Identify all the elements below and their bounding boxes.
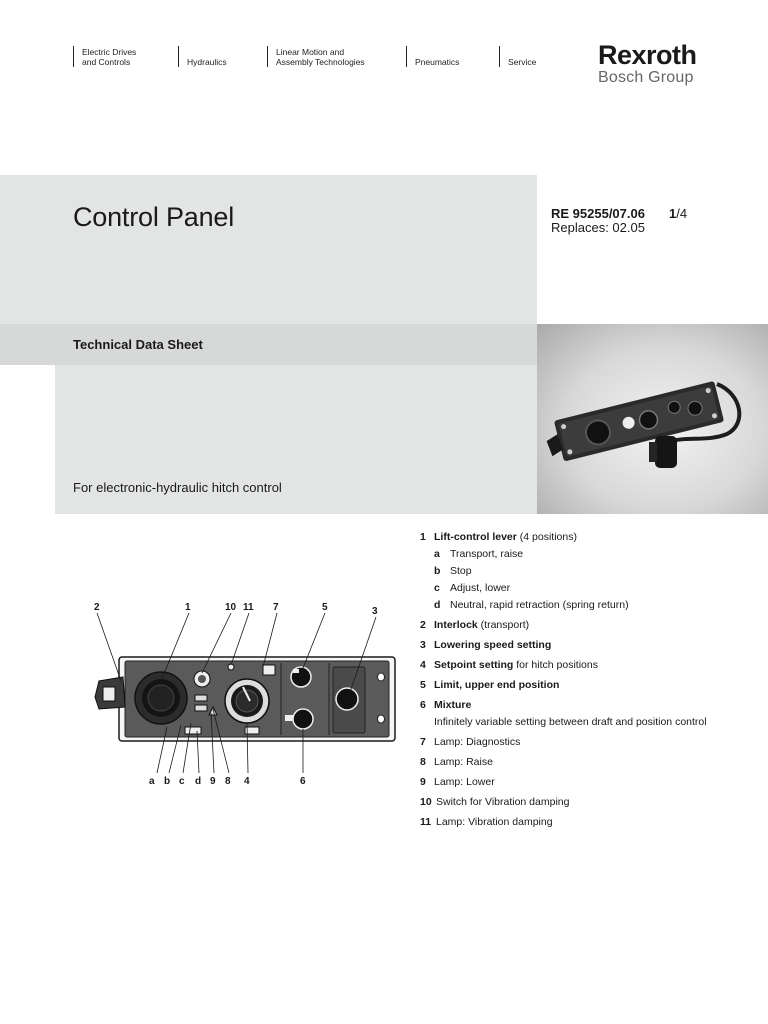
legend-text: Lamp: Raise	[434, 756, 493, 768]
legend-detail: (transport)	[477, 619, 530, 631]
legend-number: 5	[420, 679, 426, 691]
legend-number: 11	[420, 816, 432, 828]
technical-data-sheet-label: Technical Data Sheet	[73, 337, 203, 352]
replaces-note: Replaces: 02.05	[551, 220, 645, 235]
legend-label: Interlock	[434, 619, 478, 631]
nav-hydraulics[interactable]: Hydraulics	[178, 46, 227, 67]
legend-label: Setpoint setting	[434, 659, 514, 671]
legend-item-1: 1 Lift-control lever (4 positions)	[420, 531, 577, 544]
title-block	[0, 175, 537, 324]
nav-label: Hydraulics	[187, 57, 227, 67]
legend-item-3: 3 Lowering speed setting	[420, 639, 551, 652]
legend-item-9: 9 Lamp: Lower	[420, 776, 495, 789]
legend-number: 7	[420, 736, 426, 748]
legend-number: 9	[420, 776, 426, 788]
callout-9: 9	[210, 776, 216, 787]
legend-item-6-desc: Infinitely variable setting between draf…	[434, 716, 707, 728]
callout-1: 1	[185, 602, 191, 613]
legend-number: 2	[420, 619, 426, 631]
legend-item-10: 10 Switch for Vibration damping	[420, 796, 569, 809]
legend-item-5: 5 Limit, upper end position	[420, 679, 559, 692]
legend-label: Mixture	[434, 699, 472, 711]
nav-label: Service	[508, 57, 537, 67]
control-panel-diagram: 2 1 10 11 7 5 3 a b c d 9 8 4 6	[85, 595, 405, 795]
nav-pneumatics[interactable]: Pneumatics	[406, 46, 459, 67]
legend-item-6: 6 Mixture	[420, 699, 471, 712]
nav-label-line2: Assembly Technologies	[276, 57, 365, 67]
legend-text: Switch for Vibration damping	[436, 796, 570, 808]
legend-number: 1	[420, 531, 426, 543]
legend-text: Lamp: Vibration damping	[436, 816, 553, 828]
legend-number: 8	[420, 756, 426, 768]
callout-3: 3	[372, 606, 378, 617]
legend-sub-text: Adjust, lower	[450, 582, 511, 594]
callout-11: 11	[243, 602, 254, 613]
re-number: RE 95255/07.06	[551, 206, 645, 221]
control-panel-drawing-icon	[94, 612, 396, 774]
callout-8: 8	[225, 776, 231, 787]
callout-5: 5	[322, 602, 328, 613]
callout-7: 7	[273, 602, 279, 613]
subtitle-block	[55, 365, 537, 514]
nav-label-line1: Electric Drives	[82, 47, 137, 57]
legend-sub-c: c Adjust, lower	[434, 582, 510, 595]
legend-label: Limit, upper end position	[434, 679, 560, 691]
legend-sub-key: c	[434, 582, 440, 594]
brand-logo: Rexroth Bosch Group	[598, 42, 697, 87]
page-current: 1	[669, 206, 677, 221]
legend-item-11: 11 Lamp: Vibration damping	[420, 816, 553, 829]
brand-name: Rexroth	[598, 40, 697, 70]
callout-a: a	[149, 776, 155, 787]
nav-label: Pneumatics	[415, 57, 460, 67]
legend-number: 10	[420, 796, 432, 808]
brand-group: Bosch Group	[598, 69, 694, 86]
legend-item-2: 2 Interlock (transport)	[420, 619, 529, 632]
legend-text: Lamp: Diagnostics	[434, 736, 521, 748]
product-photo	[537, 324, 768, 514]
callout-4: 4	[244, 776, 250, 787]
legend-sub-b: b Stop	[434, 565, 472, 578]
page-number: 1/4	[669, 206, 687, 221]
page-title: Control Panel	[73, 202, 234, 232]
legend-text: Lamp: Lower	[434, 776, 495, 788]
legend-sub-a: a Transport, raise	[434, 548, 523, 561]
legend-label: Lift-control lever	[434, 531, 517, 543]
legend-sub-text: Stop	[450, 565, 472, 577]
legend-sub-key: b	[434, 565, 441, 577]
legend-sub-d: d Neutral, rapid retraction (spring retur…	[434, 599, 629, 612]
nav-linear-motion[interactable]: Linear Motion and Assembly Technologies	[267, 46, 365, 67]
legend-sub-text: Transport, raise	[450, 548, 524, 560]
nav-label-line2: and Controls	[82, 57, 131, 67]
page-subtitle: For electronic-hydraulic hitch control	[73, 480, 282, 495]
nav-label-line1: Linear Motion and	[276, 47, 345, 57]
legend-sub-key: d	[434, 599, 441, 611]
callout-d: d	[195, 776, 202, 787]
technical-band	[0, 324, 537, 365]
control-panel-photo-icon	[546, 381, 742, 468]
legend-number: 6	[420, 699, 426, 711]
legend-sub-key: a	[434, 548, 440, 560]
legend-detail: for hitch positions	[513, 659, 598, 671]
legend-sub-text: Neutral, rapid retraction (spring return…	[450, 599, 629, 611]
legend-detail: (4 positions)	[516, 531, 577, 543]
nav-electric-drives[interactable]: Electric Drives and Controls	[73, 46, 136, 67]
callout-2: 2	[94, 602, 100, 613]
legend-label: Lowering speed setting	[434, 639, 552, 651]
callout-10: 10	[225, 602, 237, 613]
legend-item-4: 4 Setpoint setting for hitch positions	[420, 659, 598, 672]
legend-item-8: 8 Lamp: Raise	[420, 756, 493, 769]
callout-c: c	[179, 776, 185, 787]
callout-6: 6	[300, 776, 306, 787]
legend-number: 4	[420, 659, 426, 671]
callout-b: b	[164, 776, 171, 787]
page-total: /4	[676, 206, 688, 221]
legend-number: 3	[420, 639, 426, 651]
legend-item-7: 7 Lamp: Diagnostics	[420, 736, 520, 749]
nav-service[interactable]: Service	[499, 46, 536, 67]
